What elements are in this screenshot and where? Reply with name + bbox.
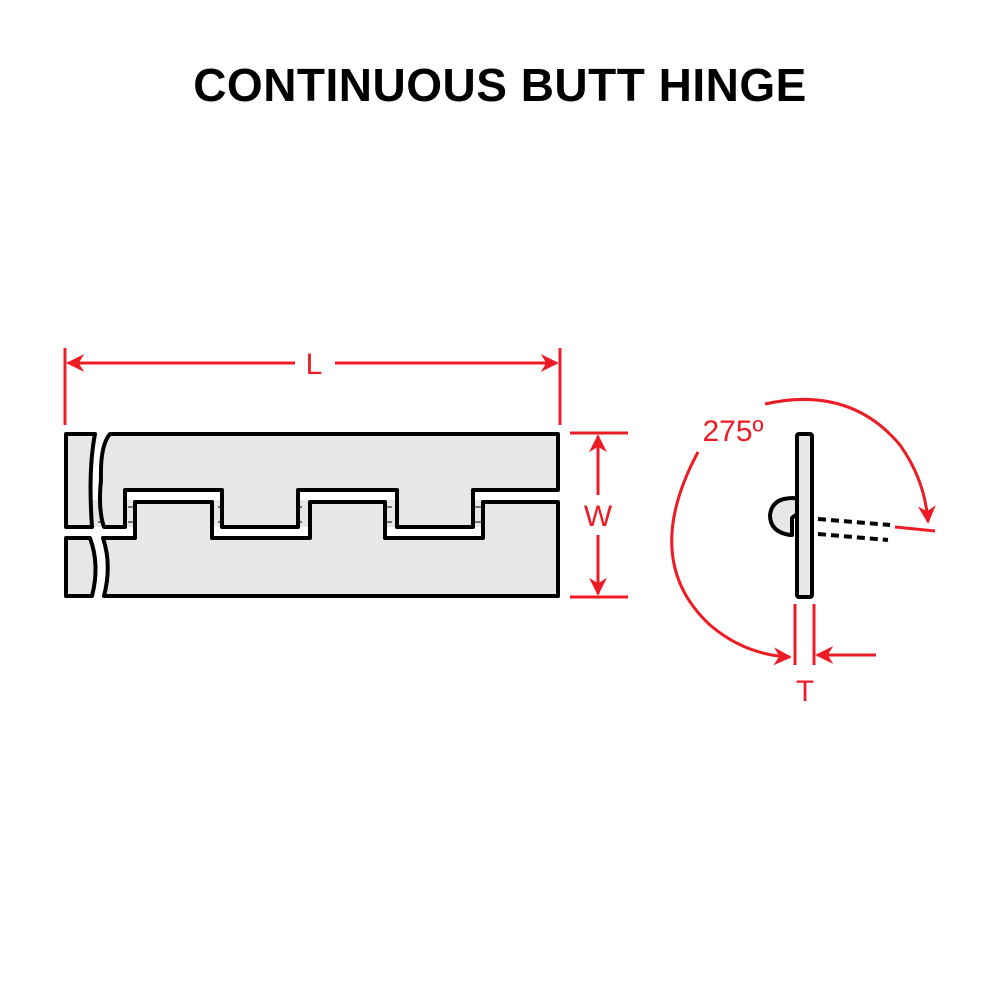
angle-label: 275º — [702, 415, 763, 448]
angle-dimension — [670, 397, 936, 666]
top-leaf — [98, 432, 560, 529]
open-leaf-hidden-bottom — [817, 532, 889, 542]
thickness-label: T — [796, 675, 814, 708]
top-leaf-end-stub — [64, 432, 97, 529]
open-leaf-hidden-top — [817, 517, 891, 527]
bottom-leaf-end-stub — [64, 536, 98, 598]
thickness-dimension — [793, 604, 876, 665]
bottom-leaf — [101, 500, 560, 598]
length-label: L — [306, 348, 323, 381]
width-label: W — [584, 500, 613, 533]
hinge-front-view — [64, 432, 560, 598]
hinge-side-view — [768, 432, 891, 599]
diagram-title: CONTINUOUS BUTT HINGE — [193, 59, 807, 111]
length-dimension — [63, 348, 562, 425]
width-dimension — [570, 431, 628, 599]
leaf-plate — [795, 432, 814, 599]
